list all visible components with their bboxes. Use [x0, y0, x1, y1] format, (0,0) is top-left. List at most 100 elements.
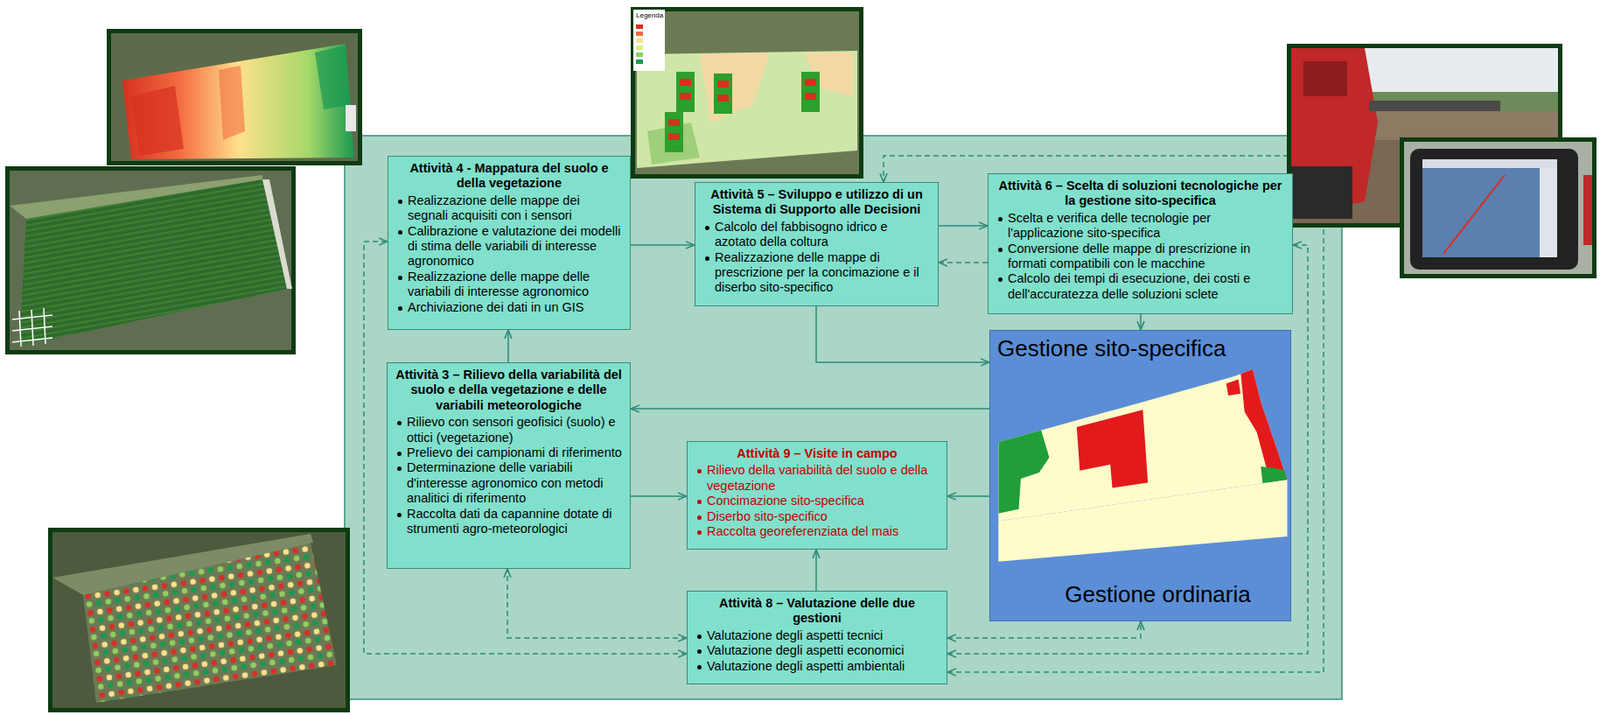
tablet-photo: [1399, 137, 1597, 279]
dashed-connector: [883, 155, 1324, 672]
activity-box: Attività 8 – Valutazione delle due gesti…: [686, 590, 948, 685]
bullet-item: Concimazione sito-specifica: [694, 493, 940, 509]
bullet-item: Calcolo dei tempi di esecuzione, dei cos…: [995, 271, 1286, 302]
strip-plots: [679, 78, 692, 86]
bullet-item: Valutazione degli aspetti ambientali: [694, 658, 940, 674]
bullet-item: Diserbo sito-specifico: [694, 509, 940, 525]
map-legend-swatch: [635, 59, 643, 64]
bullet-list: Valutazione degli aspetti tecniciValutaz…: [694, 628, 940, 674]
activity-box: Attività 4 - Mappatura del suolo e della…: [387, 155, 631, 330]
bullet-list: Calcolo del fabbisogno idrico e azotato …: [702, 219, 931, 296]
tractor-photo: [1369, 100, 1501, 112]
background-panel: [344, 135, 1342, 699]
bullet-item: Valutazione degli aspetti tecnici: [694, 628, 940, 643]
ndvi-map-photo: [122, 43, 355, 160]
activity-title: Attività 5 – Sviluppo e utilizzo di un S…: [702, 187, 931, 218]
ndvi-map-photo: [218, 65, 245, 140]
bullet-list: Realizzazione delle mappe dei segnali ac…: [395, 193, 623, 315]
flow-arrow: [938, 224, 988, 227]
map-legend-swatch: [635, 52, 643, 57]
flow-arrow: [947, 495, 990, 497]
strip-plots: [713, 73, 733, 114]
bullet-list: Rilievo con sensori geofisici (suolo) e …: [394, 414, 623, 537]
crop-field-photo: [9, 174, 263, 219]
bullet-item: Calibrazione e valutazione dei modelli d…: [395, 223, 623, 270]
flow-arrow: [630, 244, 695, 246]
tablet-photo: [1422, 159, 1558, 168]
flow-arrow: [816, 306, 990, 363]
map-legend-swatch: [635, 45, 643, 50]
management-zones: [1076, 409, 1148, 488]
tablet-photo: [1539, 167, 1558, 258]
map-legend-swatch: [635, 31, 643, 36]
tractor-photo: [1291, 48, 1378, 219]
tractor-photo: [1291, 166, 1353, 219]
management-zones: [1226, 379, 1241, 397]
management-map: [990, 330, 1291, 621]
activity-box: Attività 6 – Scelta di soluzioni tecnolo…: [987, 173, 1293, 315]
activity-box: Attività 3 – Rilievo della variabilità d…: [386, 362, 631, 569]
dashed-connector: [507, 568, 687, 638]
bullet-list: Rilievo della variabilità del suolo e de…: [694, 462, 940, 539]
crop-field-photo: [9, 170, 292, 350]
ordinary-field: [998, 479, 1287, 562]
strip-plots: [664, 111, 684, 153]
prescription-map: [635, 11, 860, 175]
bullet-item: Raccolta dati da capannine dotate di str…: [394, 506, 623, 538]
strip-plots: [717, 80, 729, 88]
activity-title: Attività 3 – Rilievo della variabilità d…: [394, 367, 623, 413]
bullet-item: Realizzazione delle mappe delle variabil…: [395, 269, 623, 301]
activity-title: Attività 9 – Visite in campo: [694, 446, 940, 462]
management-zones: [990, 429, 1049, 515]
bullet-item: Calcolo del fabbisogno idrico e azotato …: [702, 219, 931, 251]
strip-plots: [676, 71, 695, 112]
prescription-map: [636, 50, 858, 168]
ndvi-map-photo: [106, 28, 363, 166]
tablet-photo: [1443, 174, 1505, 254]
bullet-item: Raccolta georeferenziata del mais: [694, 524, 940, 539]
bullet-item: Rilievo con sensori geofisici (suolo) e …: [394, 414, 623, 446]
plot-grid: [31, 309, 34, 346]
tablet-photo: [1410, 148, 1579, 270]
prescription-map: [630, 6, 864, 179]
management-zones: [1240, 367, 1291, 485]
strip-plots: [664, 71, 820, 153]
map-legend-swatch: [635, 24, 643, 29]
dashed-connector: [947, 621, 1141, 638]
activity-title: Attività 4 - Mappatura del suolo e della…: [395, 160, 623, 192]
activity-title: Attività 8 – Valutazione delle due gesti…: [694, 595, 940, 627]
dashed-connector: [938, 261, 988, 264]
map-legend-swatch: [635, 38, 643, 43]
strip-plots: [801, 71, 820, 112]
plot-grid: [19, 310, 21, 347]
strip-plots: [717, 94, 729, 102]
map-legend-title: Legenda: [635, 12, 664, 20]
map-legend-box: [633, 9, 665, 71]
strip-plots: [679, 92, 692, 100]
prescription-map: [630, 6, 864, 179]
sampling-points-map: [48, 527, 350, 713]
zone-title: Gestione ordinaria: [1064, 581, 1251, 608]
plot-grid: [43, 307, 46, 344]
tablet-photo: [1422, 159, 1558, 258]
bullet-item: Valutazione degli aspetti economici: [694, 642, 940, 658]
tablet-photo: [1399, 137, 1597, 279]
tablet-photo: [1404, 141, 1593, 274]
bullet-item: Realizzazione delle mappe di prescrizion…: [702, 250, 931, 296]
ndvi-map-photo: [131, 85, 184, 156]
bullet-item: Determinazione delle variabili d'interes…: [394, 460, 623, 506]
activity-title: Attività 6 – Scelta di soluzioni tecnolo…: [995, 178, 1286, 210]
plot-grid: [12, 307, 53, 347]
bullet-item: Conversione delle mappe di prescrizione …: [995, 241, 1286, 273]
ndvi-map-photo: [314, 45, 350, 110]
strip-plots: [804, 92, 817, 100]
strip-plots: [668, 132, 680, 140]
flow-arrow: [815, 549, 818, 591]
bullet-item: Prelievo dei campionami di riferimento: [394, 445, 623, 461]
strip-plots: [804, 78, 817, 86]
bullet-list: Scelta e verifica delle tecnologie per l…: [995, 210, 1286, 302]
strip-plots: [668, 118, 680, 126]
ndvi-map-photo: [111, 33, 358, 161]
activity-box: Attività 5 – Sviluppo e utilizzo di un S…: [694, 181, 939, 307]
